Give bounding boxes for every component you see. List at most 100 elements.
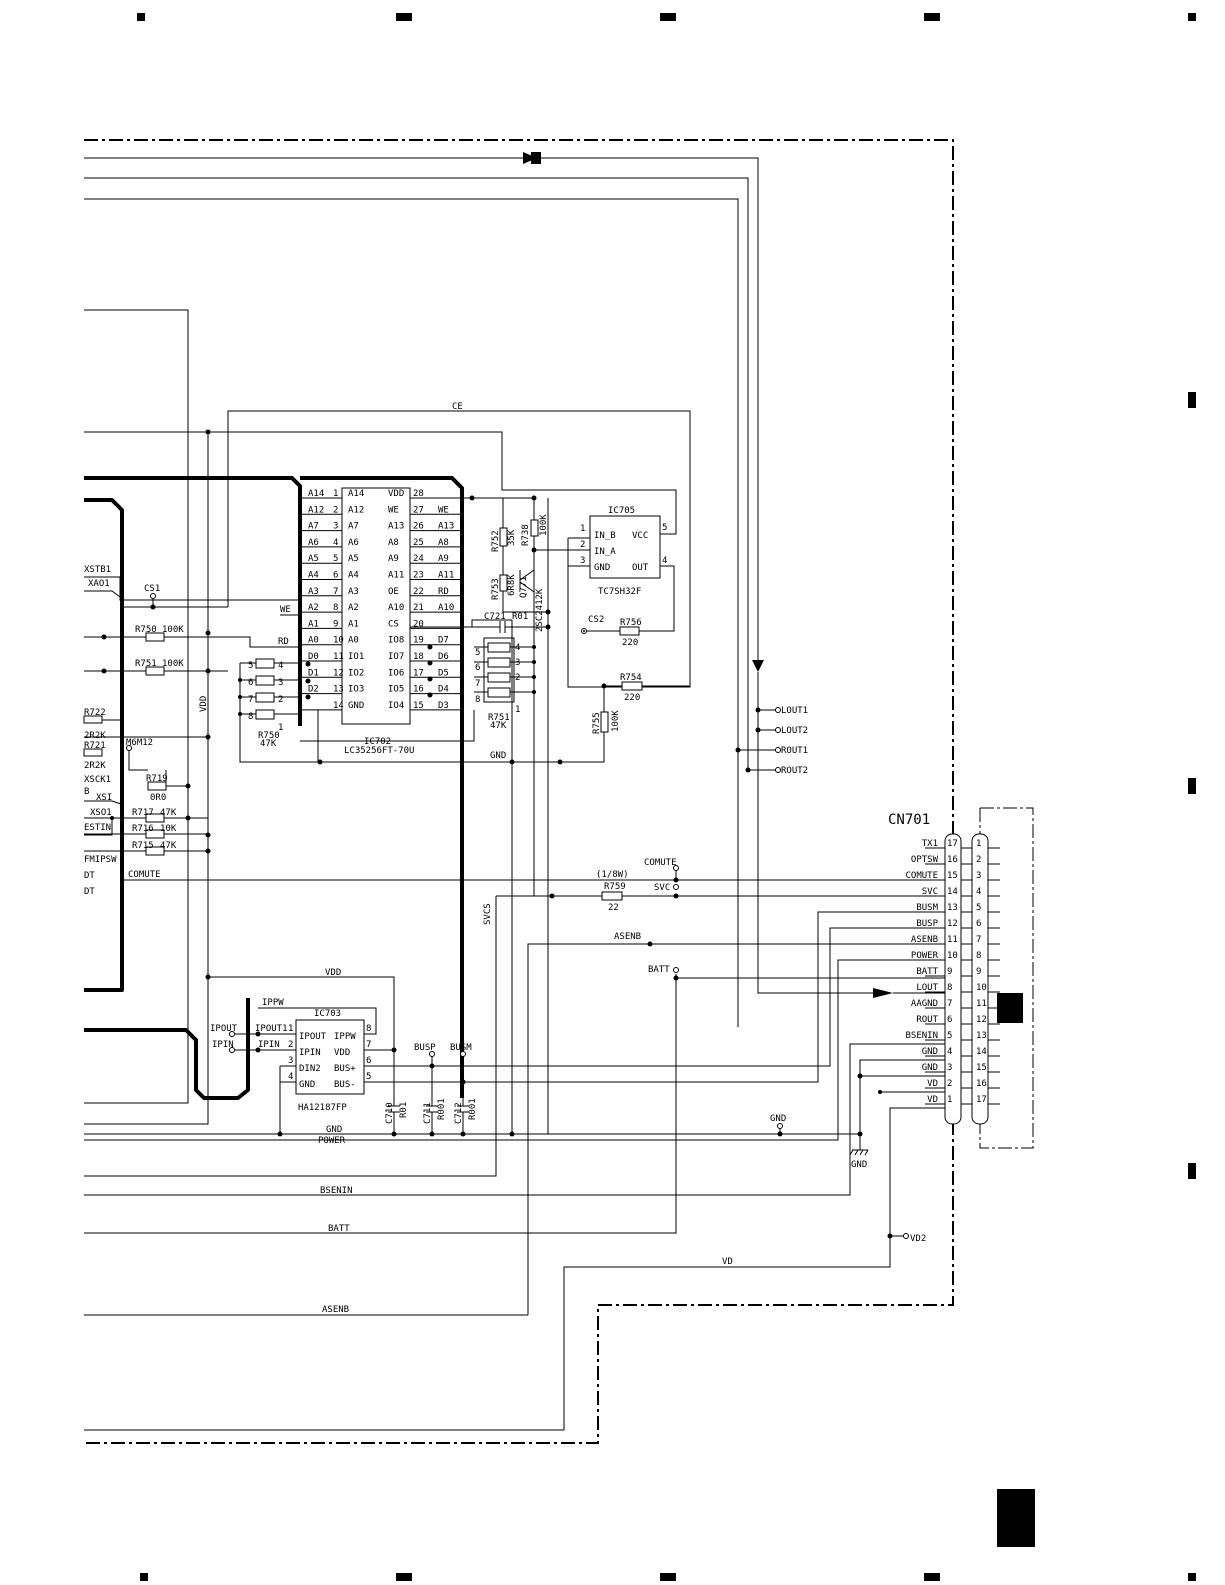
ic702-left-pin-net: A14 xyxy=(308,489,324,499)
cn701-pin-label: ROUT xyxy=(916,1015,938,1025)
comute-svc-wires: COMUTE COMUTE (1/8W) R759 22 SVC SVCS AS… xyxy=(84,858,945,1316)
cn701-pin-label: GND xyxy=(922,1063,938,1073)
schematic-label: IPOUT xyxy=(210,1024,238,1034)
schematic-label: XAO1 xyxy=(88,579,110,589)
ic702-left-pin-num: 3 xyxy=(333,522,338,532)
ic702-right-pin-net: D6 xyxy=(438,652,449,662)
cn701-pin-label: BSENIN xyxy=(905,1031,938,1041)
schematic-label: BATT xyxy=(648,965,670,975)
schematic-label: GND xyxy=(594,563,610,573)
schematic-label: 10K xyxy=(160,824,177,834)
schematic-label: BSENIN xyxy=(320,1186,353,1196)
ic702-left-pin-net: A7 xyxy=(308,522,319,532)
ic702-right-pin-net: RD xyxy=(438,587,449,597)
schematic-label: GND xyxy=(770,1114,786,1124)
schematic-label: 5 xyxy=(248,661,253,671)
ic702-left-pin-name: A4 xyxy=(348,571,359,581)
cn701-pin-label: POWER xyxy=(911,951,939,961)
r750-value: 47K xyxy=(260,739,277,749)
schematic-label: IPIN xyxy=(299,1048,321,1058)
schematic-label: 2R2K xyxy=(84,761,106,771)
ic702-right-pin-net: D3 xyxy=(438,701,449,711)
ic702-right-pin-net: WE xyxy=(438,505,449,515)
schematic-label: 22 xyxy=(608,903,619,913)
ic702-right-pin-num: 20 xyxy=(413,619,424,629)
ic702-left-pin-net: A1 xyxy=(308,619,319,629)
schematic-label: 4 xyxy=(288,1072,293,1082)
schematic-label: VD xyxy=(722,1257,733,1267)
registration-marks xyxy=(137,13,1196,1581)
ic702-right-pin-net: D4 xyxy=(438,685,449,695)
schematic-label: C711 xyxy=(423,1102,433,1124)
schematic-label: 5 xyxy=(662,523,667,533)
schematic-label: R759 xyxy=(604,882,626,892)
ic702-right-pin-num: 26 xyxy=(413,522,424,532)
ic702-right-pin-net: A8 xyxy=(438,538,449,548)
ic702-right-pin-num: 25 xyxy=(413,538,424,548)
schematic-label: 35K xyxy=(507,529,517,546)
schematic-label: DT xyxy=(84,871,95,881)
ic702-right-pin-name: WE xyxy=(388,505,399,515)
schematic-label: IPOUT xyxy=(299,1032,327,1042)
schematic-label: R719 xyxy=(146,774,168,784)
net-gnd-ic702: GND xyxy=(490,751,506,761)
cn701-pin-b: 9 xyxy=(976,967,981,977)
cn701-pin-b: 12 xyxy=(976,1015,987,1025)
schematic-label: R716 xyxy=(132,824,154,834)
schematic-label: 4 xyxy=(662,556,667,566)
cn701-pin-b: 4 xyxy=(976,887,981,897)
cn701-pin-a: 15 xyxy=(947,871,958,881)
ic702-right-pin-name: A11 xyxy=(388,571,404,581)
ic702-left-pin-num: 5 xyxy=(333,554,338,564)
ic702-left-pin-num: 11 xyxy=(333,652,344,662)
ic702-right-pin-name: VDD xyxy=(388,489,404,499)
schematic-label: IPIN xyxy=(212,1040,234,1050)
schematic-label: R01 xyxy=(399,1102,409,1118)
cn701-pin-row: AAGND 7 11 xyxy=(911,999,1000,1009)
cn701-pin-label: BUSM xyxy=(916,903,938,913)
schematic-label: 2 xyxy=(580,540,585,550)
schematic-label: OUT xyxy=(632,563,649,573)
ic702-right-pin-name: A13 xyxy=(388,522,404,532)
cn701-pin-b: 11 xyxy=(976,999,987,1009)
cn701-pin-b: 16 xyxy=(976,1079,987,1089)
cn701-pin-a: 2 xyxy=(947,1079,952,1089)
ic702-left-pin-net: D0 xyxy=(308,652,319,662)
schematic-label: R722 xyxy=(84,708,106,718)
schematic-label: C721 xyxy=(484,612,506,622)
cn701-pin-label: VD xyxy=(927,1079,938,1089)
schematic-label: (1/8W) xyxy=(596,870,629,880)
cn701-pin-label: AAGND xyxy=(911,999,938,1009)
cn701-pin-label: VD xyxy=(927,1095,938,1105)
cn701-pin-b: 3 xyxy=(976,871,981,881)
ic703-ip-bus: IC703 HA12187FP IPOUT IPIN DIN2 GND IPPW… xyxy=(208,911,945,1134)
ic702-left-pin-name: A0 xyxy=(348,636,359,646)
schematic-label: COMUTE xyxy=(644,858,677,868)
board-outline xyxy=(84,139,954,1444)
schematic-label: 220 xyxy=(624,693,640,703)
net-lout1: LOUT1 xyxy=(781,706,808,716)
schematic-label: 5 xyxy=(366,1072,371,1082)
ic702-left-pin-net: A2 xyxy=(308,603,319,613)
cn701-pin-a: 6 xyxy=(947,1015,952,1025)
signal-arrow-down-icon xyxy=(752,660,764,672)
r751-ref: R751 xyxy=(488,713,510,723)
schematic-label: 100K xyxy=(162,659,184,669)
ic702-right-pin-net: A11 xyxy=(438,571,454,581)
schematic-label: R753 xyxy=(491,578,501,600)
ic702-right-pin-name: IO8 xyxy=(388,636,404,646)
schematic-label: GND xyxy=(851,1160,867,1170)
cn701-pin-b: 10 xyxy=(976,983,987,993)
cn701-pin-label: BUSP xyxy=(916,919,938,929)
ic703-part: HA12187FP xyxy=(298,1103,347,1113)
cn701-pin-a: 11 xyxy=(947,935,958,945)
cn701-pin-a: 7 xyxy=(947,999,952,1009)
schematic-label: 220 xyxy=(622,638,638,648)
